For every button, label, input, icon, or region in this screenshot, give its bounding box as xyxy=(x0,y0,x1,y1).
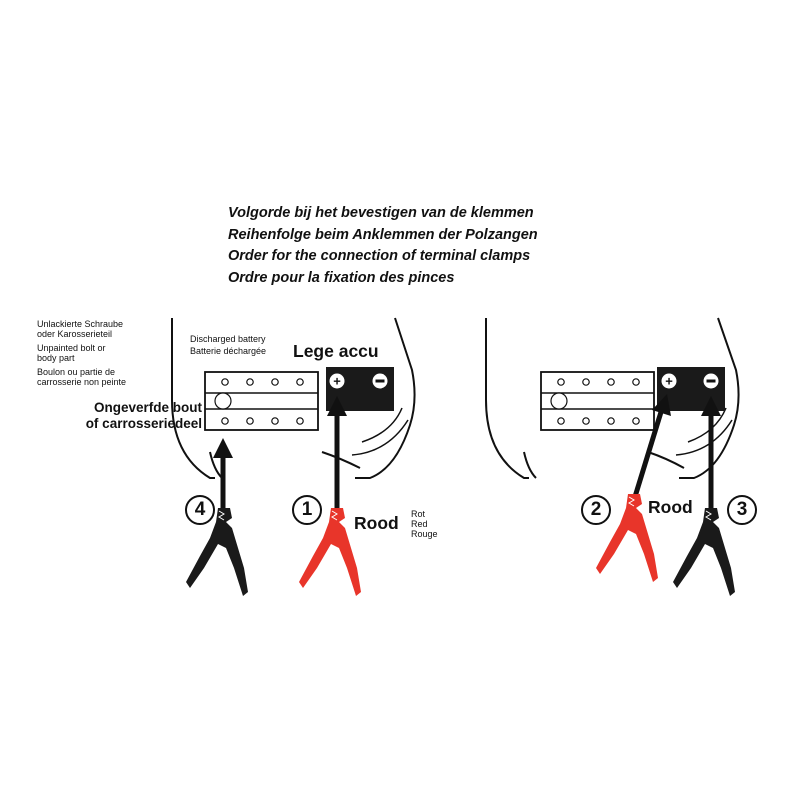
step-4-badge: 4 xyxy=(185,495,215,525)
black-clamp-4-icon xyxy=(186,508,248,596)
bolt-note-en-2: body part xyxy=(37,353,75,363)
title-line-de: Reihenfolge beim Anklemmen der Polzangen xyxy=(228,226,538,243)
red-clamp-1-icon xyxy=(299,508,361,596)
left-car-outline xyxy=(171,317,416,479)
bolt-label-line-1: Ongeverfde bout xyxy=(93,400,202,415)
bolt-note-de-1: Unlackierte Schraube xyxy=(37,319,124,329)
title-line-nl: Volgorde bij het bevestigen van de klemm… xyxy=(228,205,534,221)
title-line-fr: Ordre pour la fixation des pinces xyxy=(228,269,455,286)
step-2-badge: 2 xyxy=(581,495,611,525)
positive-terminal-icon: + xyxy=(333,374,341,389)
battery-note-en: Discharged battery xyxy=(190,334,266,344)
red-label-right: Rood xyxy=(648,497,693,517)
arrow-4-icon xyxy=(213,438,233,510)
bolt-note-de-2: oder Karosserieteil xyxy=(37,329,113,339)
bolt-note-fr-1: Boulon ou partie de xyxy=(37,367,116,377)
battery-note-fr: Batterie déchargée xyxy=(190,346,267,356)
svg-text:+: + xyxy=(665,374,673,389)
arrow-1-icon xyxy=(327,396,347,510)
bolt-note: Unlackierte Schraube oder Karosserieteil… xyxy=(37,319,126,387)
step-1-badge: 1 xyxy=(292,495,322,525)
bolt-note-en-1: Unpainted bolt or xyxy=(37,343,106,353)
bolt-label-line-2: of carrosseriedeel xyxy=(85,416,202,431)
arrow-3-icon xyxy=(701,396,721,508)
battery-note: Discharged battery Batterie déchargée xyxy=(190,333,266,357)
red-translations: Rot Red Rouge xyxy=(411,509,438,539)
black-clamp-3-icon xyxy=(673,508,735,596)
arrow-2-icon xyxy=(631,394,671,501)
red-translation-en: Red xyxy=(411,519,428,529)
red-clamp-2-icon xyxy=(596,494,658,582)
step-3-badge: 3 xyxy=(727,495,757,525)
right-battery-icon xyxy=(540,371,655,431)
title-line-en: Order for the connection of terminal cla… xyxy=(228,248,531,264)
bolt-label: Ongeverfde bout of carrosseriedeel xyxy=(62,400,202,432)
negative-terminal-icon xyxy=(375,379,385,383)
right-terminal-box: + xyxy=(657,367,725,411)
red-label-left: Rood xyxy=(354,513,399,533)
red-translation-de: Rot xyxy=(411,509,426,519)
bolt-note-fr-2: carrosserie non peinte xyxy=(37,377,127,387)
instruction-title: Volgorde bij het bevestigen van de klemm… xyxy=(228,203,648,289)
battery-label: Lege accu xyxy=(293,341,379,361)
red-translation-fr: Rouge xyxy=(411,529,438,539)
left-battery-icon xyxy=(204,371,319,431)
